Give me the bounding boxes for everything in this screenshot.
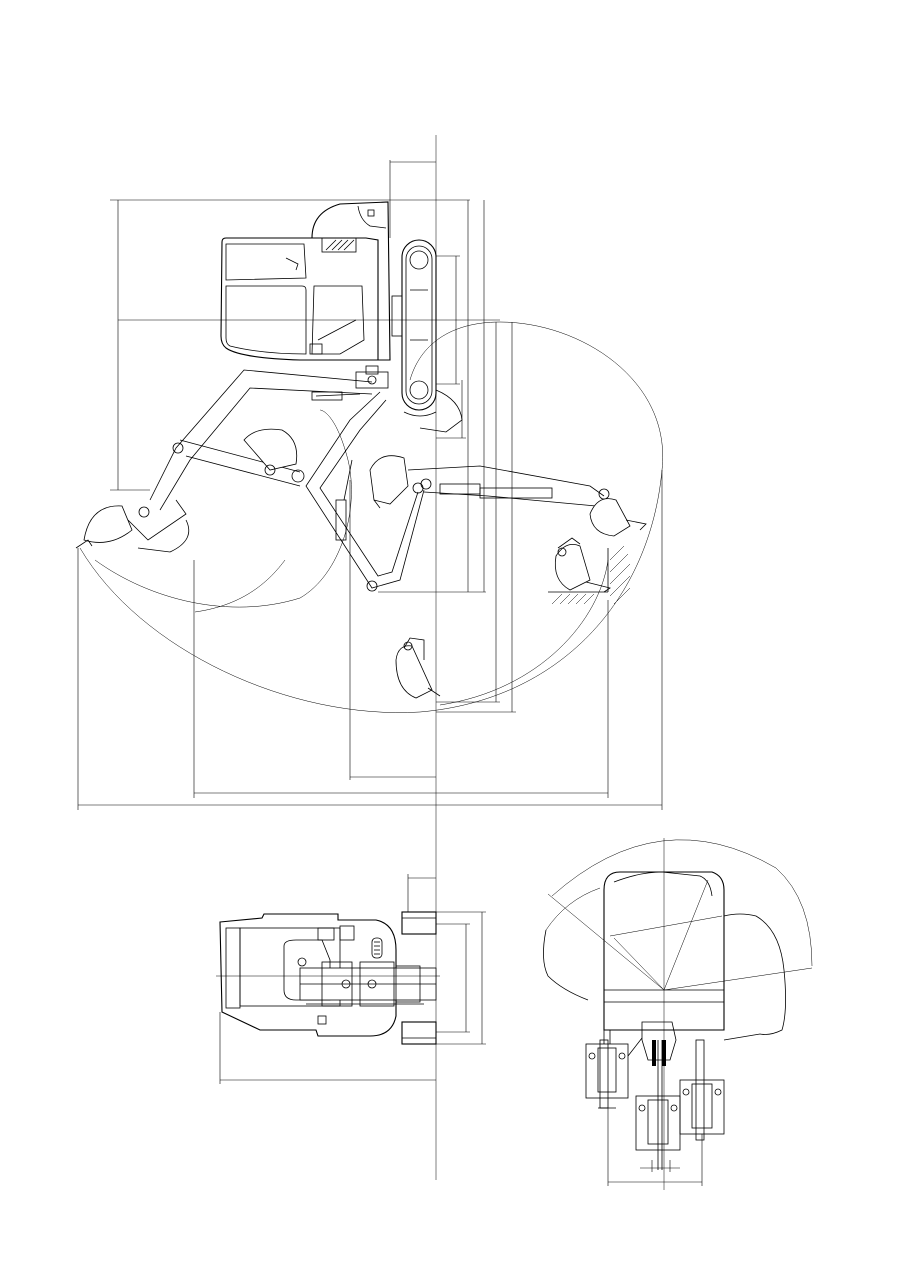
ground-hatch [548,545,631,605]
front-view [543,838,813,1190]
arm-position-reach [75,369,373,549]
side-view [75,160,663,810]
side-dimension-lines [110,160,516,713]
side-reach-dimensions [77,470,663,810]
working-range-envelope [79,321,663,713]
cabin [220,237,379,361]
bucket-ground-right [554,537,611,593]
swing-bracket [355,365,389,389]
engine-hood [311,201,391,361]
arm-position-dig [305,391,425,592]
center-lines [118,135,500,1180]
front-bucket-right [679,1039,725,1141]
bucket-deep-dig [395,637,441,699]
bucket-curl-a [137,428,298,553]
top-view [216,874,486,1084]
crawler-track-side [391,239,463,433]
front-bucket-left [585,1037,643,1109]
arm-position-right [407,465,647,537]
